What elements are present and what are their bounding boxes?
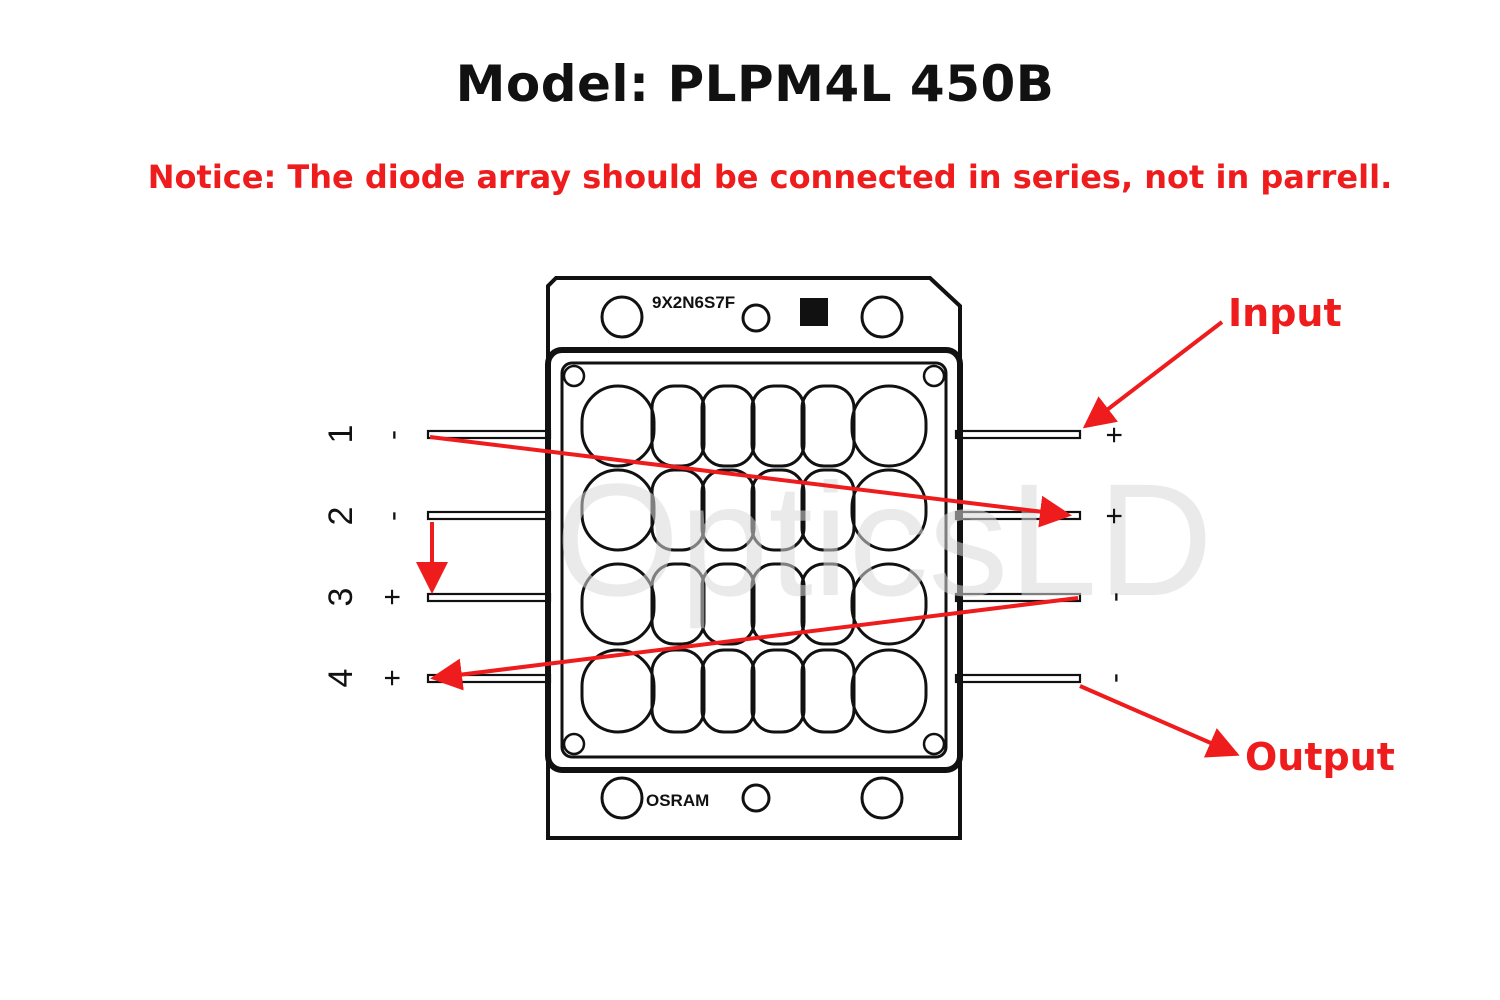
- right-leads: [954, 429, 1082, 684]
- left-pin-numbers: 1 2 3 4: [322, 425, 360, 688]
- part-code: 9X2N6S7F: [652, 293, 735, 312]
- frame-corner-tl: [562, 364, 586, 388]
- inner-frame-inner: [560, 361, 948, 759]
- lead-1-left: [426, 429, 552, 440]
- inner-frame-outer: [545, 347, 963, 773]
- lead-3-left: [426, 592, 552, 603]
- input-label: Input: [1228, 291, 1342, 335]
- series-connection-notice: Notice: The diode array should be connec…: [147, 158, 1393, 196]
- watermark: OpticsLD: [555, 450, 1213, 629]
- pin-4-left-polarity: +: [376, 669, 409, 687]
- model-title: Model: PLPM4L 450B: [455, 55, 1055, 113]
- input-arrow: [1082, 320, 1224, 429]
- output-label: Output: [1245, 735, 1395, 779]
- arrow-pin1-to-pin2-right: [429, 435, 1072, 528]
- lead-3-right: [954, 592, 1082, 603]
- pin-1-left-polarity: -: [376, 430, 409, 440]
- pin-1-right-polarity: +: [1098, 426, 1131, 444]
- mount-hole-top-right: [860, 295, 904, 339]
- left-leads: [426, 429, 552, 684]
- mount-hole-top-small: [741, 303, 771, 333]
- mount-hole-bottom-left: [600, 776, 644, 820]
- pin-4-right-polarity: -: [1098, 673, 1131, 683]
- frame-corner-bl: [562, 732, 586, 756]
- output-arrow: [1079, 684, 1240, 758]
- lead-2-left: [426, 510, 552, 521]
- mount-hole-top-left: [600, 295, 644, 339]
- module-body: [545, 276, 963, 840]
- pin-number-2: 2: [322, 507, 360, 526]
- marker-square: [800, 298, 828, 326]
- frame-corner-tr: [922, 364, 946, 388]
- right-pin-polarities: + + - -: [1098, 426, 1131, 683]
- lead-1-right: [954, 429, 1082, 440]
- diode-array: [580, 384, 928, 734]
- lead-4-right: [954, 673, 1082, 684]
- diode-row-2: [580, 468, 928, 552]
- series-connection-arrows: [416, 320, 1240, 758]
- brand-logo-text: OSRAM: [646, 791, 709, 810]
- mount-hole-bottom-small: [741, 783, 771, 813]
- pin-2-left-polarity: -: [376, 511, 409, 521]
- pin-number-4: 4: [322, 669, 360, 688]
- mount-hole-bottom-right: [860, 776, 904, 820]
- arrow-pin3-right-to-pin4-left: [430, 596, 1079, 691]
- diode-row-4: [580, 648, 928, 734]
- pin-number-1: 1: [322, 425, 360, 444]
- lead-2-right: [954, 510, 1082, 521]
- module-outline: [546, 276, 962, 840]
- pin-3-left-polarity: +: [376, 588, 409, 606]
- pin-number-3: 3: [322, 588, 360, 607]
- left-pin-polarities: - - + +: [376, 430, 409, 687]
- frame-corner-br: [922, 732, 946, 756]
- pin-3-right-polarity: -: [1098, 592, 1131, 602]
- pin-2-right-polarity: +: [1098, 507, 1131, 525]
- diode-row-3: [580, 562, 928, 646]
